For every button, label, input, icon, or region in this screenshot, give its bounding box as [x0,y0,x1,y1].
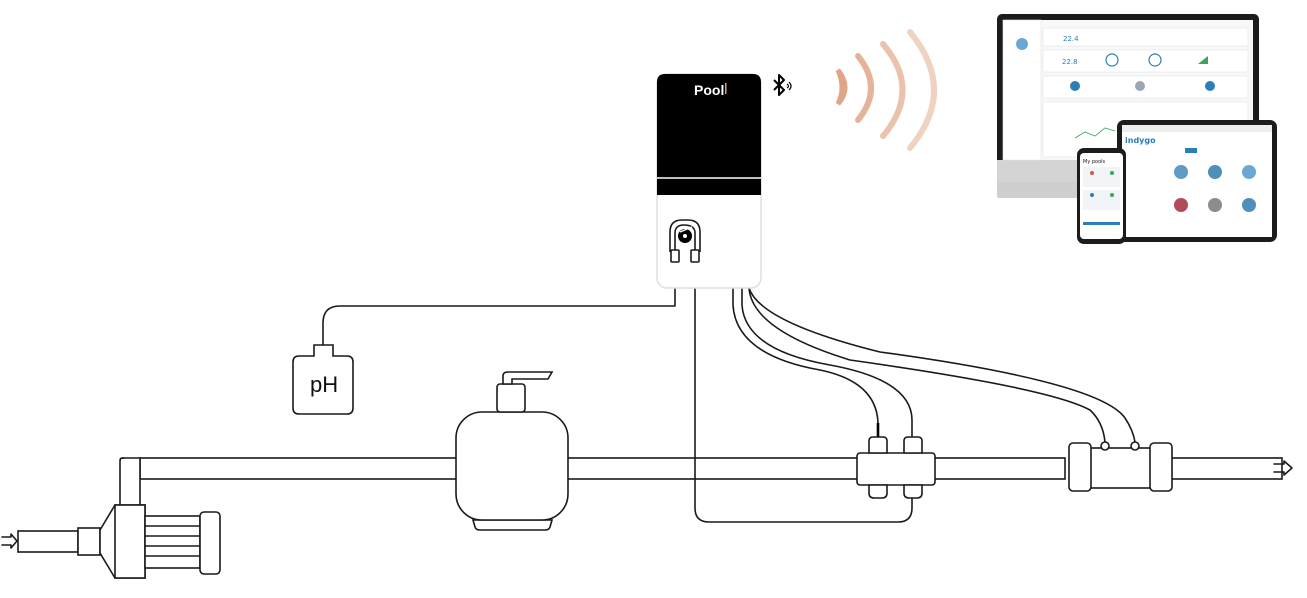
peristaltic-pump-icon [669,219,701,263]
phone-header: My pools [1083,159,1106,165]
bluetooth-icon [773,74,792,96]
main-pipe [119,457,1283,509]
tablet-brand: indygo [1125,136,1156,145]
circulation-pump [99,504,221,579]
phone: My pools [1077,148,1126,244]
probe-holder [856,423,936,499]
pool-controller: Pool [656,73,762,289]
outlet-arrow-icon [1273,460,1293,476]
controller-logo: Pool [694,82,724,98]
dosing-tubes [322,261,913,523]
probe-cables [732,287,1136,446]
inline-sensor [1068,441,1173,492]
ph-tank: pH [292,344,354,415]
wireless-signal-icon [835,29,937,151]
svg-text:22.4: 22.4 [1063,35,1079,43]
inlet-arrow-icon [1,533,18,549]
tablet: indygo [1117,120,1277,242]
inlet-pipe [17,527,101,556]
svg-text:22.8: 22.8 [1062,58,1078,66]
tank-label: pH [310,372,338,397]
sand-filter [455,371,569,531]
